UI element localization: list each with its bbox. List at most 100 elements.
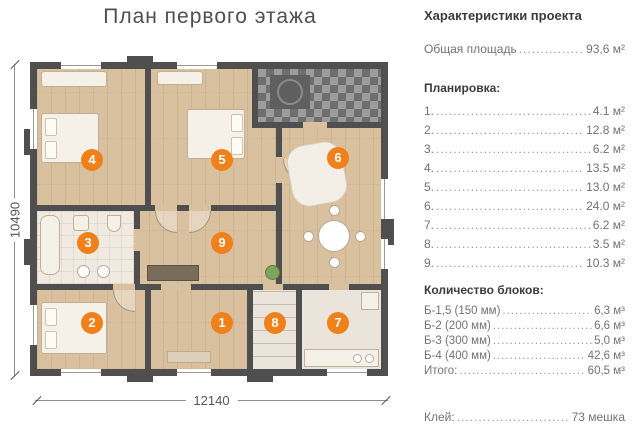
wall-pier [127, 376, 153, 382]
leader-dots [519, 42, 584, 56]
sink [77, 265, 90, 278]
layout-item-value: 4.1 м² [592, 104, 625, 118]
door-opening [189, 205, 211, 211]
window [30, 109, 37, 149]
leader-dots [436, 235, 591, 254]
chair [355, 231, 366, 242]
door-opening [113, 284, 135, 290]
blocks-total-label: Итого: [424, 365, 458, 377]
layout-item-value: 6.2 м² [592, 142, 625, 156]
washing-machine [73, 215, 89, 231]
layout-item-value: 13.5 м² [586, 161, 625, 175]
door-opening [329, 284, 349, 290]
layout-item-label: 8. [424, 237, 435, 251]
fridge [361, 292, 379, 310]
leader-dots [436, 197, 584, 216]
wall [145, 69, 151, 205]
door-opening [161, 284, 191, 290]
specs-header: Характеристики проекта [424, 8, 582, 23]
blocks-item: Б-2 (200 мм)6,6 м³ [424, 319, 625, 334]
wall [37, 284, 381, 290]
door-arc [113, 290, 135, 312]
window [381, 239, 388, 269]
layout-list: 1.4.1 м² 2.12.8 м² 3.6.2 м² 4.13.5 м² 5.… [424, 102, 625, 273]
door-arc [189, 211, 211, 233]
bed [41, 302, 107, 354]
door-opening [263, 284, 283, 290]
leader-dots [493, 334, 592, 349]
room-badge-6: 6 [327, 147, 349, 169]
floor-plan: 1 2 3 4 5 6 7 8 9 [24, 56, 394, 382]
wall-pier [388, 219, 394, 245]
layout-item-label: 6. [424, 199, 435, 213]
leader-dots [436, 121, 584, 140]
total-area-label: Общая площадь [424, 42, 517, 56]
blocks-total-value: 60,5 м³ [587, 365, 625, 377]
room-badge-5: 5 [211, 149, 233, 171]
height-dimension-label: 10490 [6, 198, 24, 242]
room-badge-7: 7 [327, 312, 349, 334]
blocks-list: Б-1,5 (150 мм)6,3 м³ Б-2 (200 мм)6,6 м³ … [424, 304, 625, 379]
room-badge-1: 1 [211, 312, 233, 334]
glue-label: Клей: [424, 410, 455, 424]
wardrobe [41, 71, 107, 87]
room-badge-9: 9 [211, 232, 233, 254]
plant [265, 265, 280, 280]
layout-item-value: 6.2 м² [592, 218, 625, 232]
leader-dots [436, 254, 584, 273]
dimension-tick [10, 59, 20, 70]
window [327, 369, 367, 376]
wall [296, 290, 302, 369]
glue-row: Клей: 73 мешка [424, 410, 625, 424]
layout-item-value: 10.3 м² [586, 256, 625, 270]
wall-pier [24, 239, 30, 265]
blocks-item-label: Б-4 (400 мм) [424, 350, 491, 362]
leader-dots [436, 159, 584, 178]
blocks-total-row: Итого: 60,5 м³ [424, 364, 625, 379]
layout-item-value: 13.0 м² [586, 180, 625, 194]
page-title: План первого этажа [103, 5, 317, 28]
window [177, 62, 217, 69]
total-area-row: Общая площадь 93,6 м² [424, 42, 625, 56]
door-opening [155, 205, 177, 211]
width-dimension-label: 12140 [185, 393, 238, 408]
leader-dots [436, 178, 584, 197]
layout-item: 4.13.5 м² [424, 159, 625, 178]
wall [252, 69, 258, 128]
window [30, 305, 37, 345]
layout-item: 1.4.1 м² [424, 102, 625, 121]
dimension-line-horizontal: 12140 [32, 392, 391, 408]
blocks-item-label: Б-2 (200 мм) [424, 320, 491, 332]
chair [303, 231, 314, 242]
bathtub [40, 215, 60, 275]
blocks-section-header: Количество блоков: [424, 283, 544, 297]
layout-item: 3. 6.2 м² [424, 140, 625, 159]
sink [97, 265, 110, 278]
porch-ornament [277, 79, 303, 105]
layout-section-header: Планировка: [424, 81, 501, 95]
wall [247, 290, 253, 369]
leader-dots [493, 319, 592, 334]
total-area-value: 93,6 м² [586, 42, 625, 56]
layout-item-label: 2. [424, 123, 435, 137]
window [177, 369, 211, 376]
window [381, 179, 388, 219]
door-opening [303, 122, 327, 128]
layout-item: 7.6.2 м² [424, 216, 625, 235]
layout-item-value: 24.0 м² [586, 199, 625, 213]
blocks-item-label: Б-1,5 (150 мм) [424, 305, 501, 317]
dimension-tick [10, 370, 20, 381]
blocks-item-label: Б-3 (300 мм) [424, 335, 491, 347]
layout-item-label: 3. [424, 142, 435, 156]
layout-item: 8. 3.5 м² [424, 235, 625, 254]
glue-value: 73 мешка [571, 410, 625, 424]
blocks-item: Б-1,5 (150 мм)6,3 м³ [424, 304, 625, 319]
room-badge-4: 4 [81, 149, 103, 171]
layout-item-value: 3.5 м² [592, 237, 625, 251]
leader-dots [436, 216, 591, 235]
leader-dots [457, 410, 570, 424]
dimension-line-vertical: 10490 [6, 59, 24, 381]
wall-pier [247, 376, 273, 382]
layout-item-label: 5. [424, 180, 435, 194]
leader-dots [502, 304, 592, 319]
